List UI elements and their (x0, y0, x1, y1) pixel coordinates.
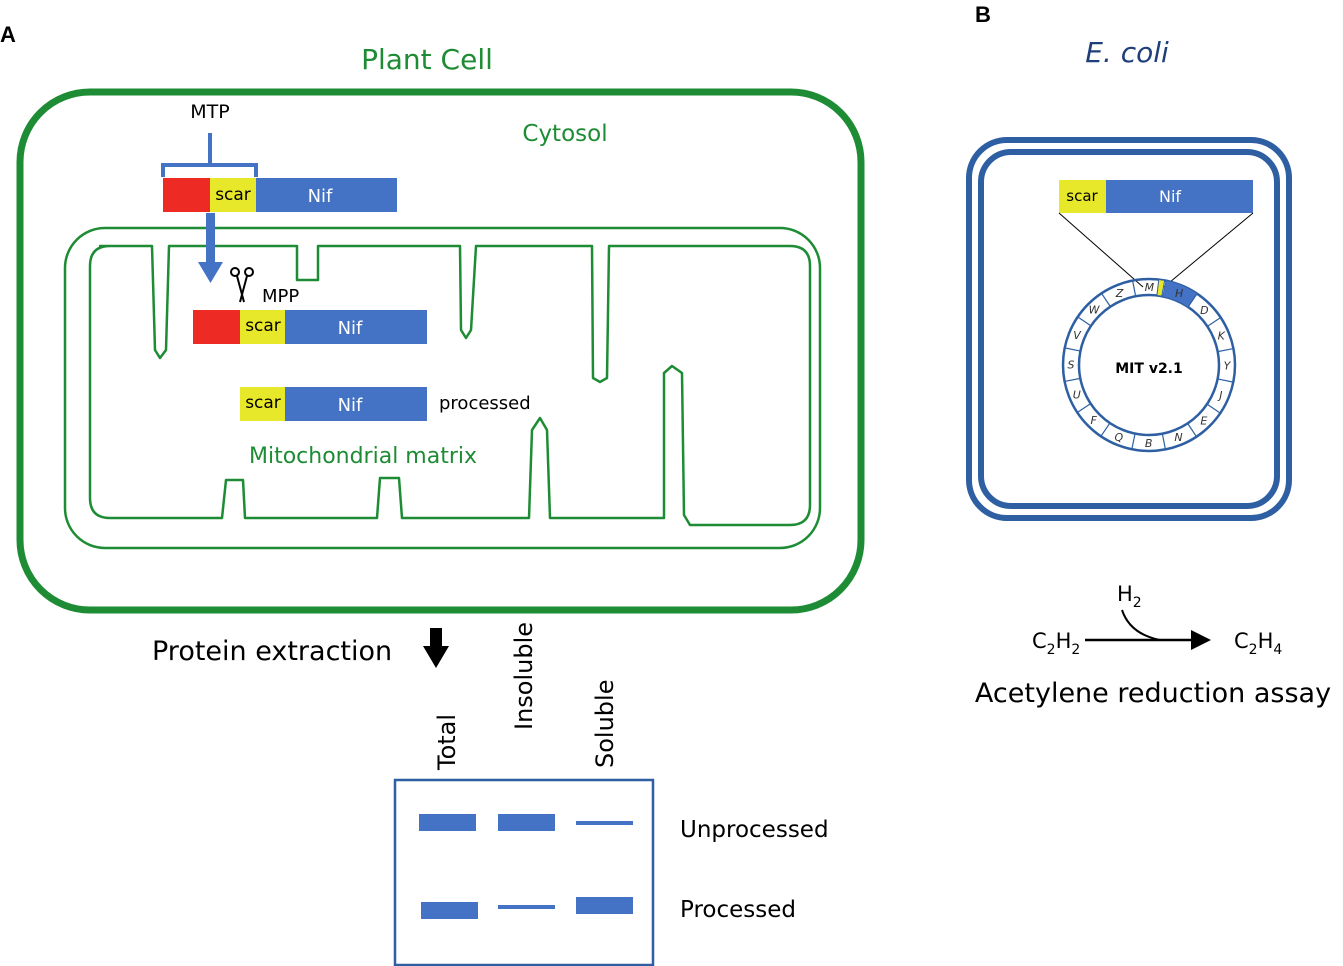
plasmid-gene-label: D (1200, 304, 1208, 317)
plasmid-mit: M H DK Y JE N B Q FU S VW Z MIT v2.1 (1061, 277, 1237, 453)
band-insoluble-unprocessed (498, 814, 555, 831)
plasmid-gene-label: U (1073, 389, 1081, 402)
plasmid-outer-ring (1061, 277, 1237, 453)
cytosol-construct: scar Nif (163, 178, 397, 212)
zoom-line-right (1163, 212, 1254, 288)
band-row-label-unprocessed: Unprocessed (680, 817, 829, 843)
plasmid-segment-divider (1161, 433, 1166, 450)
plasmid-gene-label: Q (1115, 431, 1124, 444)
plasmid-gene-label: S (1068, 359, 1075, 372)
plasmid-gene-label: Z (1115, 287, 1124, 300)
scar-text: scar (245, 393, 281, 413)
nif-text: Nif (1159, 187, 1181, 206)
plasmid-gene-label: F (1090, 414, 1097, 427)
cofactor-curve (1121, 609, 1161, 641)
panel-b-letter: B (975, 2, 991, 27)
band-insoluble-processed (498, 905, 555, 909)
plasmid-segment-divider (1076, 403, 1091, 413)
matrix-processed-construct: scar Nif (240, 387, 427, 421)
cytosol-label: Cytosol (522, 121, 607, 147)
plasmid-segment-divider (1207, 317, 1222, 327)
plasmid-segment-divider (1077, 316, 1092, 327)
plasmid-nif-insert (1162, 280, 1198, 307)
plasmid-segment-divider (1131, 433, 1136, 450)
band-total-unprocessed (419, 814, 476, 831)
mitochondrial-matrix-label: Mitochondrial matrix (249, 444, 477, 469)
plasmid-segment-divider (1101, 292, 1111, 307)
ecoli-title: E. coli (1085, 36, 1169, 69)
protein-extraction-label: Protein extraction (152, 636, 392, 667)
processed-label: processed (439, 393, 531, 414)
band-soluble-unprocessed (576, 821, 633, 825)
plasmid-segment-divider (1217, 348, 1234, 353)
nif-segment (256, 178, 397, 212)
plasmid-gene-label: N (1174, 431, 1182, 444)
scar-segment (1059, 180, 1106, 213)
mtp-red-segment (193, 310, 240, 344)
plant-cell-title: Plant Cell (361, 43, 493, 76)
scar-segment (240, 387, 285, 421)
lane-label-soluble: Soluble (591, 680, 619, 768)
nif-segment (285, 310, 427, 344)
scissors-icon (230, 267, 254, 303)
band-soluble-processed (576, 897, 633, 914)
nif-text: Nif (338, 395, 363, 416)
plasmid-segment-divider (1187, 293, 1198, 308)
extraction-down-arrow (423, 628, 449, 668)
plasmid-segment-divider (1064, 347, 1081, 352)
plasmid-name: MIT v2.1 (1115, 361, 1183, 377)
lane-label-total: Total (433, 714, 461, 771)
ecoli-outer-membrane (966, 137, 1292, 521)
gel-blot-frame (393, 778, 655, 966)
reaction-cofactor: H2 (1117, 582, 1142, 611)
plant-cell-membrane (16, 88, 865, 614)
ecoli-inner-membrane (978, 149, 1280, 509)
import-arrow (198, 213, 223, 283)
scar-segment (240, 310, 285, 344)
plasmid-gene-label: B (1145, 437, 1153, 450)
reaction-product: C2H4 (1234, 629, 1282, 658)
nif-text: Nif (338, 318, 363, 339)
plasmid-gene-label: V (1073, 329, 1082, 342)
plasmid-gene-label: J (1217, 389, 1222, 402)
plasmid-gene-label: Y (1224, 359, 1232, 372)
reaction-reactant: C2H2 (1032, 629, 1080, 658)
plasmid-gene-label: K (1218, 329, 1226, 342)
panel-a-letter: A (0, 22, 16, 47)
scar-text: scar (1066, 187, 1098, 205)
plasmid-segment-divider (1132, 280, 1137, 297)
mitochondrion-outer-membrane (63, 226, 822, 550)
nif-text: Nif (308, 186, 333, 207)
ecoli-construct: scar Nif (1059, 180, 1253, 213)
mitochondrion-inner-membrane (88, 244, 812, 527)
mtp-label: MTP (190, 101, 229, 123)
scar-segment (210, 178, 256, 212)
plasmid-inner-ring (1077, 293, 1221, 437)
plasmid-segment-divider (1217, 378, 1234, 383)
band-total-processed (421, 902, 478, 919)
band-row-label-processed: Processed (680, 897, 796, 923)
plasmid-segment-divider (1206, 403, 1221, 414)
mtp-bracket (161, 133, 258, 177)
plasmid-gene-label: W (1089, 304, 1101, 317)
zoom-line-left (1058, 212, 1144, 288)
mpp-label: MPP (262, 286, 299, 307)
plasmid-segment-divider (1100, 422, 1111, 437)
acetylene-assay-label: Acetylene reduction assay (975, 678, 1331, 709)
scar-text: scar (215, 185, 251, 205)
plasmid-segment-divider (1187, 423, 1197, 438)
scar-text: scar (245, 316, 281, 336)
plasmid-scar-insert (1156, 278, 1166, 297)
nif-segment (285, 387, 427, 421)
plasmid-gene-label: H (1175, 287, 1183, 300)
matrix-unprocessed-construct: scar Nif (193, 310, 427, 344)
nif-segment (1106, 180, 1253, 213)
mtp-red-segment (163, 178, 210, 212)
plasmid-segment-divider (1064, 377, 1081, 382)
lane-label-insoluble: Insoluble (510, 622, 538, 730)
plasmid-gene-label: E (1200, 414, 1207, 427)
plasmid-gene-label: M (1145, 281, 1155, 294)
